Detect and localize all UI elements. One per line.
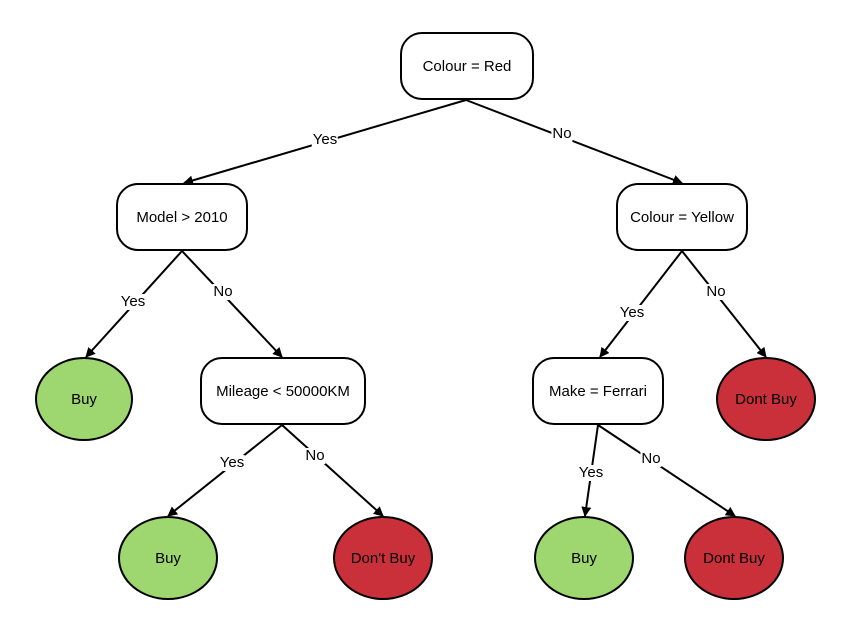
edge-label-make-buy: Yes bbox=[577, 464, 605, 481]
node-colour-red: Colour = Red bbox=[400, 32, 534, 100]
leaf-buy-mileage: Buy bbox=[118, 516, 218, 600]
edge-make-dontbuy bbox=[597, 424, 736, 517]
node-make: Make = Ferrari bbox=[532, 357, 664, 425]
edge-label-yellow-dontbuy: No bbox=[705, 283, 727, 300]
leaf-dontbuy-yellow: Dont Buy bbox=[716, 357, 816, 441]
node-mileage: Mileage < 50000KM bbox=[200, 357, 366, 425]
edge-label-mileage-buy: Yes bbox=[218, 454, 246, 471]
leaf-buy-model: Buy bbox=[35, 357, 133, 441]
edge-yellow-make bbox=[599, 250, 683, 358]
edge-model-mileage bbox=[181, 250, 283, 358]
node-colour-yellow: Colour = Yellow bbox=[616, 183, 748, 251]
edge-label-make-dontbuy: No bbox=[640, 450, 662, 467]
edge-yellow-dontbuy bbox=[681, 250, 767, 358]
leaf-dontbuy-make: Dont Buy bbox=[684, 516, 784, 600]
edge-label-model-buy: Yes bbox=[119, 293, 147, 310]
edge-label-root-model: Yes bbox=[311, 131, 339, 148]
leaf-buy-make: Buy bbox=[534, 516, 634, 600]
edge-root-colour-yellow bbox=[465, 99, 683, 185]
leaf-dontbuy-mileage: Don't Buy bbox=[333, 516, 433, 600]
edge-label-root-colour-yellow: No bbox=[551, 125, 573, 142]
edge-mileage-dontbuy bbox=[281, 424, 384, 517]
edge-label-model-mileage: No bbox=[212, 283, 234, 300]
edge-label-yellow-make: Yes bbox=[618, 304, 646, 321]
edge-label-mileage-dontbuy: No bbox=[304, 447, 326, 464]
node-model: Model > 2010 bbox=[116, 183, 248, 251]
